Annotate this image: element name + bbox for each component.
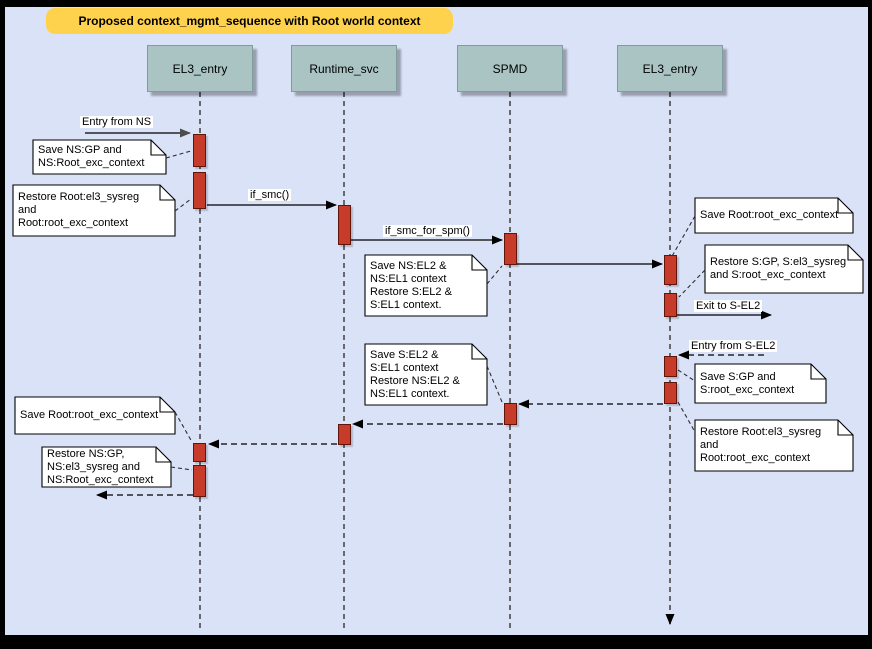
note-shape-restore-root-right: [694, 419, 854, 472]
note-fold-icon: [150, 140, 166, 156]
note-shape-save-root-left: [14, 396, 176, 435]
note-connector: [170, 466, 193, 471]
activation-bar-el3r-2: [664, 293, 677, 317]
note-shape-restore-root-left: [12, 184, 176, 237]
message-label-entry-from-sel2: Entry from S-EL2: [689, 340, 778, 352]
activation-bar-el3l-4: [193, 465, 206, 497]
note-fold-icon: [847, 245, 863, 261]
message-label-if-smc: if_smc(): [248, 189, 292, 201]
activation-bar-runtime-1: [338, 205, 351, 245]
diagram-title: Proposed context_mgmt_sequence with Root…: [46, 8, 453, 34]
actor-label: SPMD: [492, 61, 528, 76]
note-connector: [677, 401, 696, 433]
note-fold-icon: [159, 185, 175, 201]
activation-bar-spmd-1: [504, 233, 517, 265]
actor-el3-entry-left: EL3_entry: [147, 45, 253, 92]
note-save-ns-el2: Save NS:EL2 & NS:EL1 context Restore S:E…: [370, 259, 452, 311]
note-fold-icon: [155, 447, 171, 463]
activation-bar-el3r-1: [664, 255, 677, 285]
note-save-root-right: Save Root:root_exc_context: [700, 209, 839, 221]
note-connector: [174, 198, 192, 212]
note-connector: [486, 365, 503, 403]
activation-bar-el3r-3: [664, 356, 677, 377]
message-label-entry-from-ns: Entry from NS: [80, 116, 154, 128]
note-restore-s-gp: Restore S:GP, S:el3_sysreg and S:root_ex…: [710, 256, 847, 281]
note-shape-save-s-gp: [694, 363, 827, 404]
actor-label: EL3_entry: [172, 61, 228, 76]
message-label-if-smc-for-spm: if_smc_for_spm(): [383, 225, 472, 237]
note-save-s-gp: Save S:GP and S:root_exc_context: [700, 370, 795, 396]
message-label-exit-to-sel2: Exit to S-EL2: [694, 300, 763, 312]
note-fold-icon: [471, 255, 487, 271]
note-save-s-el2: Save S:EL2 & S:EL1 context Restore NS:EL…: [370, 348, 460, 400]
note-save-root-left: Save Root:root_exc_context: [20, 409, 159, 421]
note-connector: [486, 265, 503, 285]
note-fold-icon: [471, 344, 487, 360]
note-shape-save-ns-el2: [364, 254, 488, 317]
note-restore-root-right: Restore Root:el3_sysreg and Root:root_ex…: [700, 426, 822, 464]
note-shape-restore-ns-gp: [41, 446, 172, 488]
activation-bar-spmd-2: [504, 403, 517, 425]
activation-bar-el3l-1: [193, 134, 206, 167]
actor-runtime-svc: Runtime_svc: [291, 45, 397, 92]
activation-bar-runtime-2: [338, 424, 351, 445]
activation-bar-el3l-3: [193, 443, 206, 462]
actor-label: Runtime_svc: [309, 61, 379, 76]
note-fold-icon: [810, 364, 826, 380]
note-restore-ns-gp: Restore NS:GP, NS:el3_sysreg and NS:Root…: [47, 447, 154, 486]
note-save-ns-gp: Save NS:GP and NS:Root_exc_context: [38, 144, 145, 169]
note-shape-save-root-right: [694, 197, 854, 234]
note-connector: [677, 369, 696, 382]
note-connector: [165, 150, 192, 159]
actor-label: EL3_entry: [642, 61, 698, 76]
note-shape-save-ns-gp: [32, 139, 167, 175]
actor-el3-entry-right: EL3_entry: [617, 45, 723, 92]
diagram-canvas: [5, 7, 868, 635]
note-connector: [174, 411, 193, 443]
note-connector: [678, 269, 706, 298]
activation-bar-el3l-2: [193, 172, 206, 209]
note-fold-icon: [837, 198, 853, 214]
note-shape-restore-s-gp: [704, 244, 864, 294]
note-shape-save-s-el2: [364, 343, 488, 406]
note-fold-icon: [159, 397, 175, 413]
note-restore-root-left: Restore Root:el3_sysreg and Root:root_ex…: [18, 191, 140, 229]
note-connector: [670, 215, 696, 259]
note-fold-icon: [837, 420, 853, 436]
activation-bar-el3r-4: [664, 382, 677, 404]
actor-spmd: SPMD: [457, 45, 563, 92]
